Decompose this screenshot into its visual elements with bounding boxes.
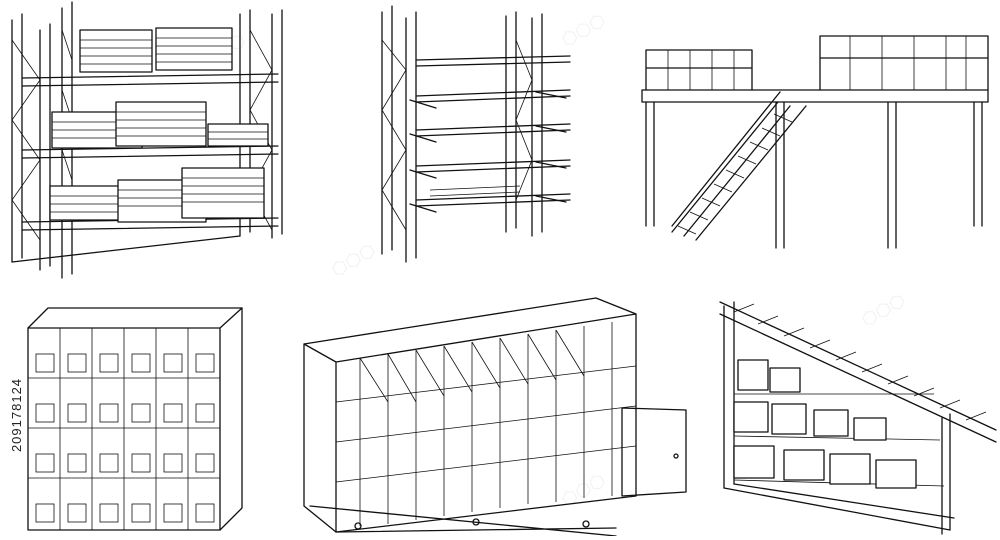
mobile-shelving-illustration <box>296 296 688 536</box>
pallet-rack-illustration <box>0 0 300 280</box>
mezzanine-illustration <box>636 30 998 280</box>
pigeonhole-shelf-illustration <box>24 304 248 536</box>
cantilever-rack-illustration <box>370 0 580 270</box>
stock-id-label: 209178124 <box>9 377 24 453</box>
flow-rack-illustration <box>714 298 998 538</box>
